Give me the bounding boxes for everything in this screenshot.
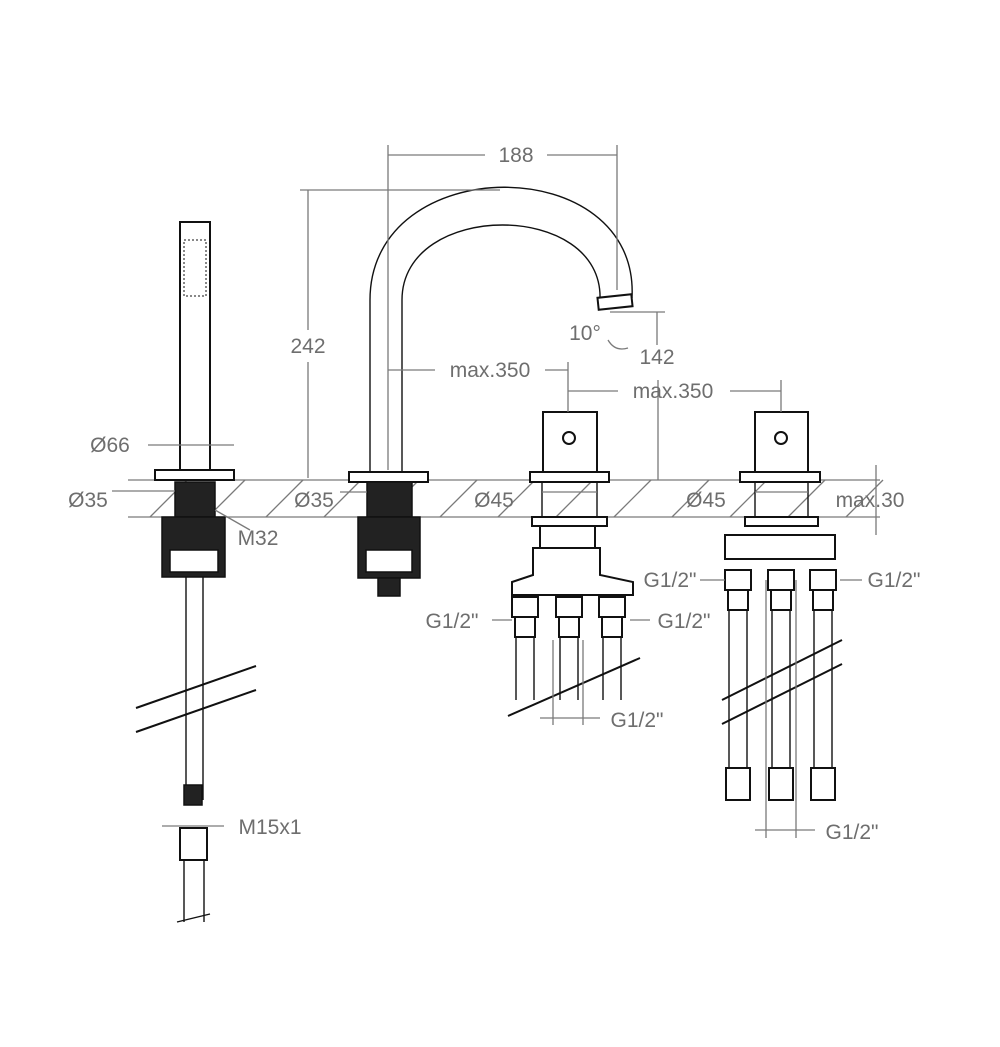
valve-right [721,411,843,801]
hatch-line [671,479,710,518]
dim-valve-hole-2: Ø45 [686,489,726,512]
handle-indicator-icon [774,431,788,445]
dim-max-spacing-1: max.350 [450,359,531,382]
hatch-line [729,479,768,518]
hex-nut [767,569,795,591]
hose-end-nut [768,767,794,801]
connection-label: G1/2" [826,821,879,844]
dim-thread-m32: M32 [238,527,279,550]
dim-spout-height: 242 [290,335,325,358]
hex-nut [598,596,626,618]
connection-label: G1/2" [611,709,664,732]
dim-spout-hole: Ø35 [294,489,334,512]
hatch-line [613,479,652,518]
break-lines-hose [135,665,257,733]
connection-label: G1/2" [426,610,479,633]
hatch-line [845,479,884,518]
connection-label: G1/2" [644,569,697,592]
hose-fitting [770,589,792,611]
valve-left [507,411,641,717]
dim-max-spacing-2: max.350 [633,380,714,403]
handle-indicator-icon [562,431,576,445]
dim-counter-thickness: max.30 [836,489,905,512]
connection-label: G1/2" [658,610,711,633]
hatch-line [787,479,826,518]
dimension-labels: 188 242 10° 142 max.350 max.350 Ø66 Ø35 … [68,144,920,844]
dim-hose-thread: M15x1 [238,816,301,839]
hose-end-nut [810,767,836,801]
hex-nut [511,596,539,618]
hatch-line [497,479,536,518]
spout [348,186,634,597]
dimension-lines [112,145,877,838]
shower-head-nozzles [183,239,207,297]
dim-spout-reach: 188 [498,144,533,167]
hex-nut [809,569,837,591]
hose-fitting [514,616,536,638]
dim-valve-hole-1: Ø45 [474,489,514,512]
hatch-line [265,479,304,518]
dim-spout-angle: 10° [569,322,601,345]
hex-nut [555,596,583,618]
hatch-line [323,479,362,518]
connection-label: G1/2" [868,569,921,592]
dim-outlet-height: 142 [639,346,674,369]
hatch-line [555,479,594,518]
hand-shower [154,221,235,923]
hose-fitting [558,616,580,638]
hose-fitting [601,616,623,638]
hose-end-nut [725,767,751,801]
hose-fitting [727,589,749,611]
hose-fitting [812,589,834,611]
dim-hand-shower-hole: Ø35 [68,489,108,512]
hex-nut [724,569,752,591]
hatch-line [439,479,478,518]
dim-hand-shower-flange: Ø66 [90,434,130,457]
